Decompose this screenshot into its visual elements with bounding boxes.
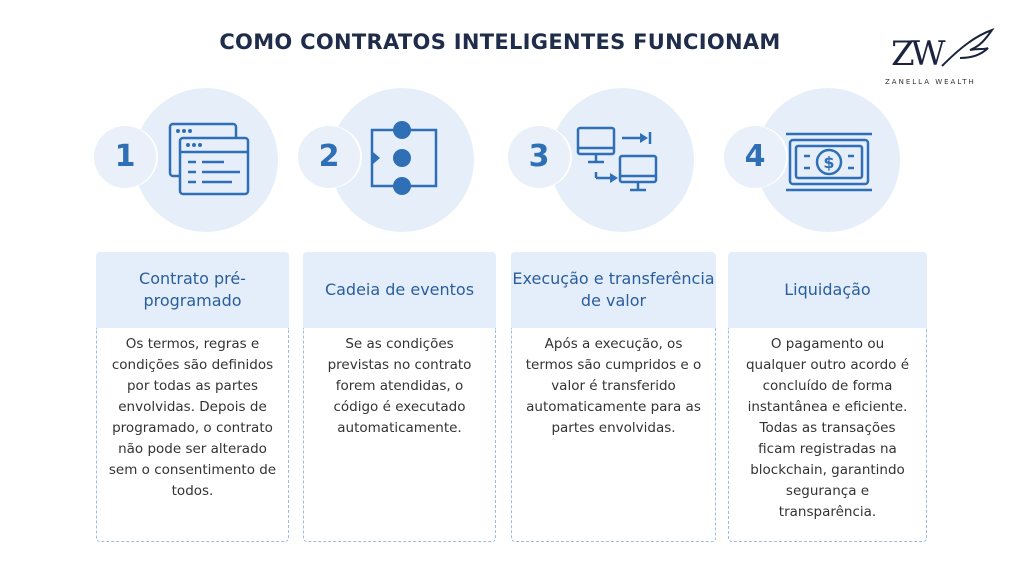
- computer-transfer-icon: [576, 126, 658, 192]
- banknote-icon: $: [786, 132, 872, 192]
- step-2-heading: Cadeia de eventos: [303, 252, 496, 328]
- step-1-heading: Contrato pré-programado: [96, 252, 289, 328]
- step-2-number: 2: [298, 126, 360, 188]
- browser-windows-icon: [168, 122, 250, 196]
- step-3-icon-circle: [550, 88, 694, 232]
- step-4-heading: Liquidação: [728, 252, 927, 328]
- wing-icon: [941, 28, 995, 67]
- step-3-description: Após a execução, os termos são cumpridos…: [511, 328, 716, 542]
- step-1-number: 1: [94, 126, 156, 188]
- svg-text:$: $: [823, 153, 834, 172]
- page-title: COMO CONTRATOS INTELIGENTES FUNCIONAM: [219, 30, 781, 54]
- zanella-wealth-logo: ZW ZANELLA WEALTH: [885, 28, 995, 88]
- logo-monogram: ZW: [891, 34, 946, 74]
- step-4-description: O pagamento ou qualquer outro acordo é c…: [728, 328, 927, 542]
- step-4-number: 4: [724, 126, 786, 188]
- step-3-heading: Execução e transferência de valor: [511, 252, 716, 328]
- event-chain-icon: [370, 121, 438, 195]
- step-1-description: Os termos, regras e condições são defini…: [96, 328, 289, 542]
- step-3-number: 3: [508, 126, 570, 188]
- logo-name: ZANELLA WEALTH: [885, 78, 976, 86]
- step-2-description: Se as condições previstas no contrato fo…: [303, 328, 496, 542]
